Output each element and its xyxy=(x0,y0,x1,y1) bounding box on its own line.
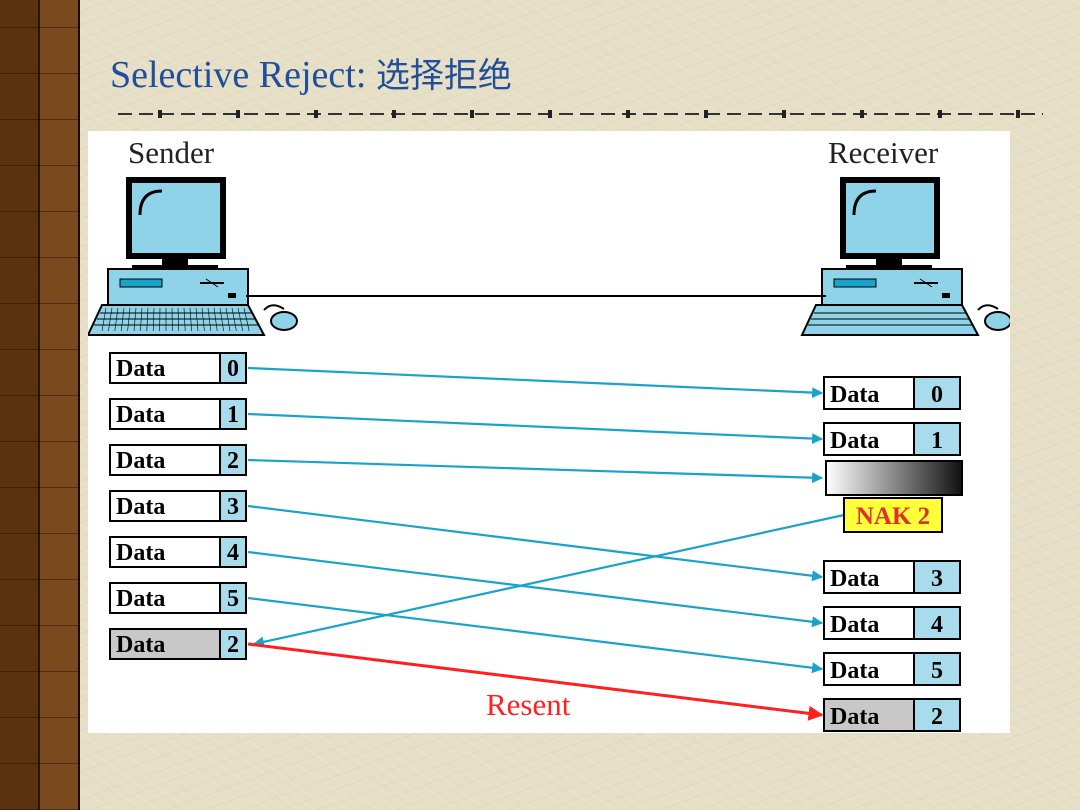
sender-frame: Data 5 xyxy=(109,582,247,614)
sender-frame-seq: 0 xyxy=(227,356,239,382)
data-arrow xyxy=(247,550,824,628)
nak-label: NAK 2 xyxy=(856,503,930,530)
receiver-frame-word: Data xyxy=(830,612,879,638)
data-arrow xyxy=(247,504,824,582)
receiver-label: Receiver xyxy=(828,135,939,170)
sender-frame-seq-cell xyxy=(219,582,247,614)
resent-label: Resent xyxy=(486,687,571,722)
receiver-frame-seq-cell xyxy=(913,606,961,640)
receiver-frame-seq: 1 xyxy=(931,428,943,454)
receiver-frame-seq-cell xyxy=(913,652,961,686)
sender-label: Sender xyxy=(128,135,215,170)
sender-frame-seq-cell xyxy=(219,352,247,384)
sender-frame-seq: 3 xyxy=(227,494,239,520)
sender-frame-seq: 2 xyxy=(227,448,239,474)
sender-frame-word: Data xyxy=(116,448,165,474)
sender-frame-word: Data xyxy=(116,540,165,566)
sender-frame-seq-cell xyxy=(219,490,247,522)
arrows-layer xyxy=(247,366,845,721)
sender-frame: Data 3 xyxy=(109,490,247,522)
nak-arrow xyxy=(252,513,845,648)
sender-frame-word: Data xyxy=(116,494,165,520)
nak-frame: NAK 2 xyxy=(843,497,943,533)
sender-frame: Data 2 xyxy=(109,628,247,660)
sender-frame-seq-cell xyxy=(219,628,247,660)
sender-frame-word: Data xyxy=(116,402,165,428)
receiver-frame-seq: 0 xyxy=(931,382,943,408)
sender-frame: Data 1 xyxy=(109,398,247,430)
receiver-frame: Data 0 xyxy=(823,376,961,410)
resent-arrow xyxy=(247,642,824,721)
sender-frame-word: Data xyxy=(116,586,165,612)
sender-frame-seq-cell xyxy=(219,444,247,476)
receiver-frame-seq-cell xyxy=(913,698,961,732)
sender-frame-seq-cell xyxy=(219,398,247,430)
data-arrow xyxy=(247,412,824,445)
data-arrow xyxy=(247,366,824,399)
receiver-frame-word: Data xyxy=(830,704,879,730)
nak-box xyxy=(843,497,943,533)
receiver-frame-seq: 4 xyxy=(931,612,943,638)
receiver-computer-icon xyxy=(800,177,1010,336)
receiver-frame-seq: 3 xyxy=(931,566,943,592)
damaged-frame xyxy=(825,460,963,496)
title-main: Selective Reject xyxy=(110,54,356,96)
receiver-frame-word: Data xyxy=(830,658,879,684)
sender-frame-seq: 4 xyxy=(227,540,239,566)
receiver-frame: Data 2 xyxy=(823,698,961,732)
sender-frame-word: Data xyxy=(116,632,165,658)
receiver-frame: Data 1 xyxy=(823,422,961,456)
sender-frame-seq-cell xyxy=(219,536,247,568)
receiver-frame-word: Data xyxy=(830,566,879,592)
sender-frame-seq: 1 xyxy=(227,402,239,428)
receiver-frame-word: Data xyxy=(830,382,879,408)
sender-frame-word: Data xyxy=(116,356,165,382)
data-arrow xyxy=(247,596,824,674)
receiver-frame-seq-cell xyxy=(913,422,961,456)
receiver-frame-seq-cell xyxy=(913,560,961,594)
receiver-frame: Data 3 xyxy=(823,560,961,594)
sender-frame: Data 0 xyxy=(109,352,247,384)
sender-frame-seq: 5 xyxy=(227,586,239,612)
decorative-left-strip xyxy=(0,0,80,810)
title-divider xyxy=(118,110,1043,118)
receiver-frame-seq-cell xyxy=(913,376,961,410)
slide-title: Selective Reject: 选择拒绝 xyxy=(110,48,512,97)
title-cjk: 选择拒绝 xyxy=(375,56,512,96)
receiver-frame: Data 4 xyxy=(823,606,961,640)
title-separator: : xyxy=(355,54,367,96)
receiver-frame-word: Data xyxy=(830,428,879,454)
receiver-frame-seq: 5 xyxy=(931,658,943,684)
sender-frame: Data 2 xyxy=(109,444,247,476)
sender-computer-icon xyxy=(88,177,298,336)
data-arrow xyxy=(247,458,824,484)
sender-frame: Data 4 xyxy=(109,536,247,568)
selective-reject-diagram: Sender Receiver xyxy=(88,131,1010,733)
receiver-frame: Data 5 xyxy=(823,652,961,686)
receiver-frame-seq: 2 xyxy=(931,704,943,730)
sender-frame-seq: 2 xyxy=(227,632,239,658)
